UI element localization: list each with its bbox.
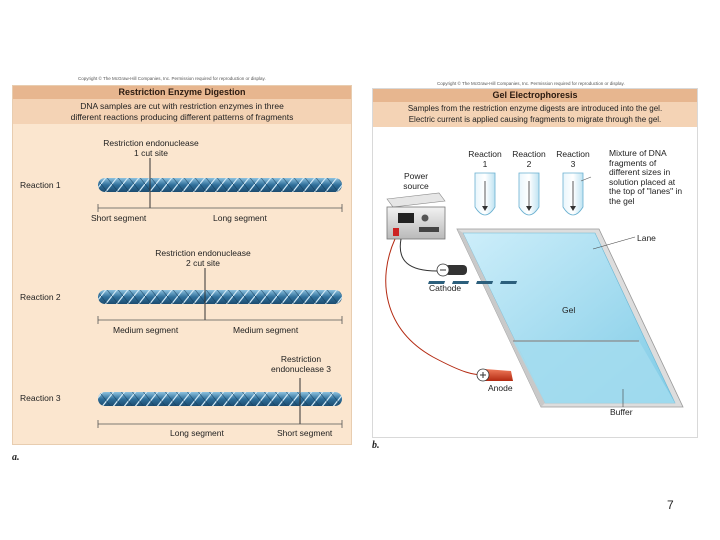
restriction-digestion-panel: Restriction Enzyme Digestion DNA samples… xyxy=(12,85,352,445)
anode-wire xyxy=(385,238,486,376)
mixture-line-3: different sizes in xyxy=(609,167,671,177)
sample-tube-1 xyxy=(474,172,496,216)
page-number: 7 xyxy=(667,498,674,512)
mixture-line-1: Mixture of DNA xyxy=(609,148,667,158)
reaction-2-label: Reaction 2 xyxy=(20,292,61,302)
dna-strand-reaction-3 xyxy=(97,378,343,428)
tube-label-1-line1: Reaction xyxy=(468,149,502,159)
reaction-1-label: Reaction 1 xyxy=(20,180,61,190)
mixture-line-4: solution placed at xyxy=(609,176,676,187)
gel-electrophoresis-panel: Gel Electrophoresis Samples from the res… xyxy=(372,88,698,438)
tube-label-2-line1: Reaction xyxy=(512,149,546,159)
panel-a-subtitle: DNA samples are cut with restriction enz… xyxy=(13,99,351,124)
tube-label-3: Reaction 3 xyxy=(550,149,596,169)
dna-strand-reaction-2 xyxy=(97,268,343,324)
enzyme-label-3-line2: endonuclease 3 xyxy=(270,364,332,374)
enzyme-label-3: Restriction endonuclease 3 xyxy=(251,354,351,374)
anode-label: Anode xyxy=(488,383,513,393)
panel-b-subtitle-line2: Electric current is applied causing frag… xyxy=(408,114,662,124)
anode-electrode xyxy=(476,368,513,382)
dna-strands-illustration xyxy=(97,158,343,428)
panel-a-subtitle-line1: DNA samples are cut with restriction enz… xyxy=(80,101,284,111)
fragment-label-3-right: Short segment xyxy=(277,428,333,438)
power-source-label-line2: source xyxy=(403,181,429,191)
power-source-box xyxy=(386,192,446,240)
gel-tray xyxy=(456,228,684,408)
panel-b-title: Gel Electrophoresis xyxy=(373,89,697,102)
panel-a-letter: a. xyxy=(12,452,20,463)
mixture-description: Mixture of DNA fragments of different si… xyxy=(609,148,683,206)
power-source-label: Power source xyxy=(391,171,441,191)
tube-label-1-line2: 1 xyxy=(482,159,488,169)
enzyme-label-2-line1: Restriction endonuclease xyxy=(155,248,251,258)
enzyme-label-1: Restriction endonuclease 1 cut site xyxy=(86,138,216,158)
enzyme-label-1-line1: Restriction endonuclease xyxy=(103,138,199,148)
sample-tube-3 xyxy=(562,172,584,216)
tube-label-3-line1: Reaction xyxy=(556,149,590,159)
lane-label: Lane xyxy=(637,233,656,243)
enzyme-label-1-line2: 1 cut site xyxy=(133,148,169,158)
fragment-label-1-left: Short segment xyxy=(91,213,147,223)
panel-b-subtitle: Samples from the restriction enzyme dige… xyxy=(373,102,697,127)
power-source-label-line1: Power xyxy=(403,171,429,181)
fragment-label-2-right: Medium segment xyxy=(233,325,299,335)
mixture-line-2: fragments of xyxy=(609,157,657,168)
copyright-notice-a: Copyright © The McGraw-Hill Companies, I… xyxy=(78,76,266,81)
gel-wells xyxy=(428,281,518,284)
enzyme-label-3-line1: Restriction xyxy=(280,354,322,364)
enzyme-label-2: Restriction endonuclease 2 cut site xyxy=(138,248,268,268)
fragment-label-2-left: Medium segment xyxy=(113,325,179,335)
reaction-3-label: Reaction 3 xyxy=(20,393,61,403)
gel-label: Gel xyxy=(562,305,576,315)
sample-tube-2 xyxy=(518,172,540,216)
tube-label-3-line2: 3 xyxy=(570,159,576,169)
tube-label-2-line2: 2 xyxy=(526,159,532,169)
fragment-label-1-right: Long segment xyxy=(213,213,267,223)
tube-label-2: Reaction 2 xyxy=(506,149,552,169)
enzyme-label-2-line2: 2 cut site xyxy=(185,258,221,268)
panel-a-subtitle-line2: different reactions producing different … xyxy=(70,111,294,122)
mixture-line-5: the top of "lanes" in xyxy=(609,186,683,196)
panel-b-letter: b. xyxy=(372,440,380,451)
cathode-electrode xyxy=(436,263,467,277)
panel-b-subtitle-line1: Samples from the restriction enzyme dige… xyxy=(407,104,663,113)
panel-a-title: Restriction Enzyme Digestion xyxy=(13,86,351,99)
mixture-line-6: the gel xyxy=(609,195,635,206)
mixture-leader-line xyxy=(580,176,592,182)
fragment-label-3-left: Long segment xyxy=(170,428,224,438)
buffer-label: Buffer xyxy=(610,407,633,417)
dna-strand-reaction-1 xyxy=(97,158,343,212)
lane-leader-line xyxy=(592,236,636,250)
cathode-label: Cathode xyxy=(429,283,462,293)
copyright-notice-b: Copyright © The McGraw-Hill Companies, I… xyxy=(437,81,625,86)
tube-label-1: Reaction 1 xyxy=(462,149,508,169)
electrophoresis-illustration xyxy=(385,172,684,408)
